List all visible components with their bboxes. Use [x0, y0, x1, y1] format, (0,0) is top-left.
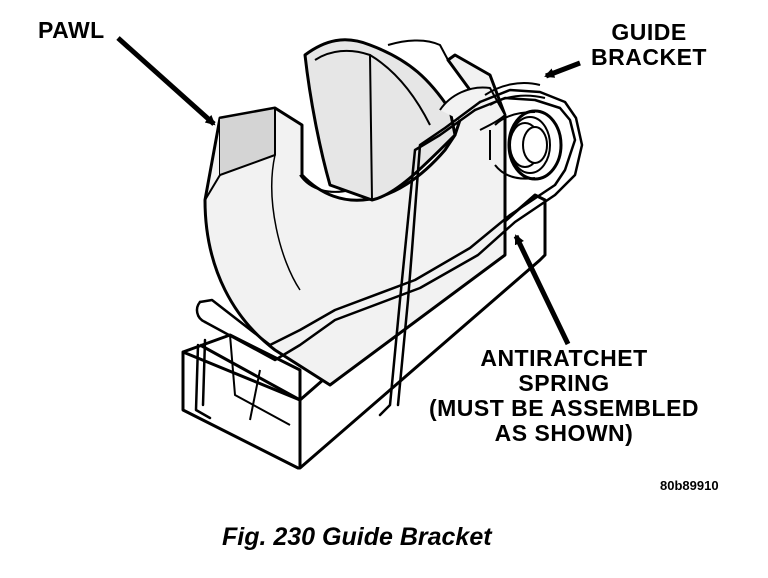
pawl-leader-arrow [116, 36, 216, 126]
pivot-shaft [484, 82, 563, 181]
guide-bracket-leader-arrow [544, 60, 581, 79]
antiratchet-spring-label: ANTIRATCHET SPRING (MUST BE ASSEMBLED AS… [404, 346, 724, 446]
guide-bracket-label-line-2: BRACKET [591, 44, 707, 70]
pawl-label: PAWL [38, 17, 105, 43]
pawl-part [203, 38, 507, 387]
figure-code: 80b89910 [660, 478, 719, 493]
guide-bracket-label-line-1: GUIDE [611, 19, 687, 45]
antiratchet-spring-label-line-4: AS SHOWN) [494, 420, 634, 446]
antiratchet-spring-label-line-1: ANTIRATCHET [480, 345, 648, 371]
leader-lines [116, 36, 581, 346]
antiratchet-spring-label-line-3: (MUST BE ASSEMBLED [428, 395, 700, 421]
spring-leader-arrow [513, 234, 571, 346]
antiratchet-spring [194, 88, 584, 420]
antiratchet-spring-label-line-2: SPRING [518, 370, 610, 396]
guide-bracket-label: GUIDE BRACKET [580, 20, 718, 70]
figure-caption: Fig. 230 Guide Bracket [222, 523, 492, 551]
